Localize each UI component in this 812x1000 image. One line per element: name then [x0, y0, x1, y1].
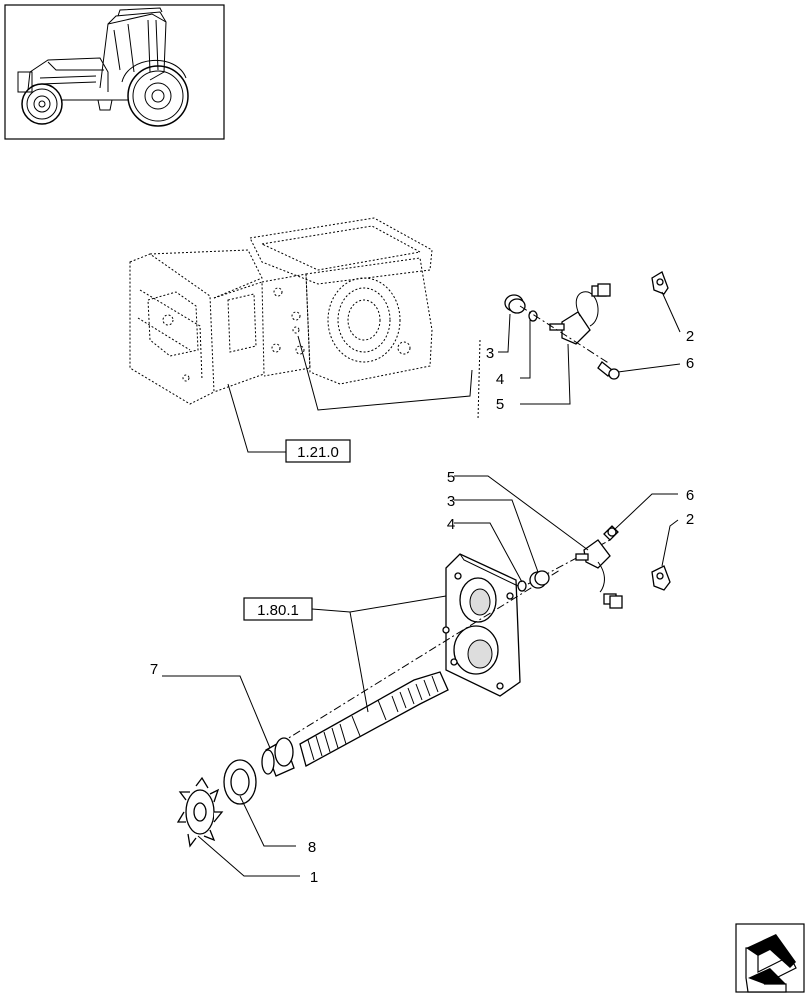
washer-8-part — [223, 759, 257, 805]
callout-5-lower: 5 — [447, 469, 455, 486]
callout-8: 8 — [308, 839, 316, 856]
callout-6-lower: 6 — [686, 487, 694, 504]
ref-label-1-21-0: 1.21.0 — [297, 444, 339, 461]
callout-2-upper: 2 — [686, 328, 694, 345]
callout-7: 7 — [150, 661, 158, 678]
ref-label-1-80-1: 1.80.1 — [257, 602, 299, 619]
bolt-part — [597, 361, 620, 380]
tractor-thumbnail-icon — [4, 4, 225, 140]
callout-2-lower: 2 — [686, 511, 694, 528]
callout-5-upper: 5 — [496, 396, 504, 413]
callout-4-upper: 4 — [496, 371, 504, 388]
lower-sensor-group — [517, 525, 671, 609]
ref-box-1-21-0[interactable] — [285, 439, 351, 463]
callout-3-upper: 3 — [486, 345, 494, 362]
bushing-part — [504, 294, 526, 314]
callout-4-lower: 4 — [447, 516, 455, 533]
o-ring-part — [517, 580, 527, 592]
callout-1: 1 — [310, 869, 318, 886]
callout-3-lower: 3 — [447, 493, 455, 510]
upper-sensor-group — [504, 271, 669, 380]
pto-shaft — [299, 671, 449, 767]
o-ring-part — [528, 310, 538, 322]
pto-cover-plate — [442, 553, 521, 697]
next-page-arrow-icon[interactable] — [735, 923, 805, 993]
gear-1-part — [176, 776, 224, 848]
bushing-7-part — [261, 737, 295, 777]
transmission-housing — [129, 217, 433, 405]
speed-sensor-part — [549, 283, 611, 345]
callout-6-upper: 6 — [686, 355, 694, 372]
